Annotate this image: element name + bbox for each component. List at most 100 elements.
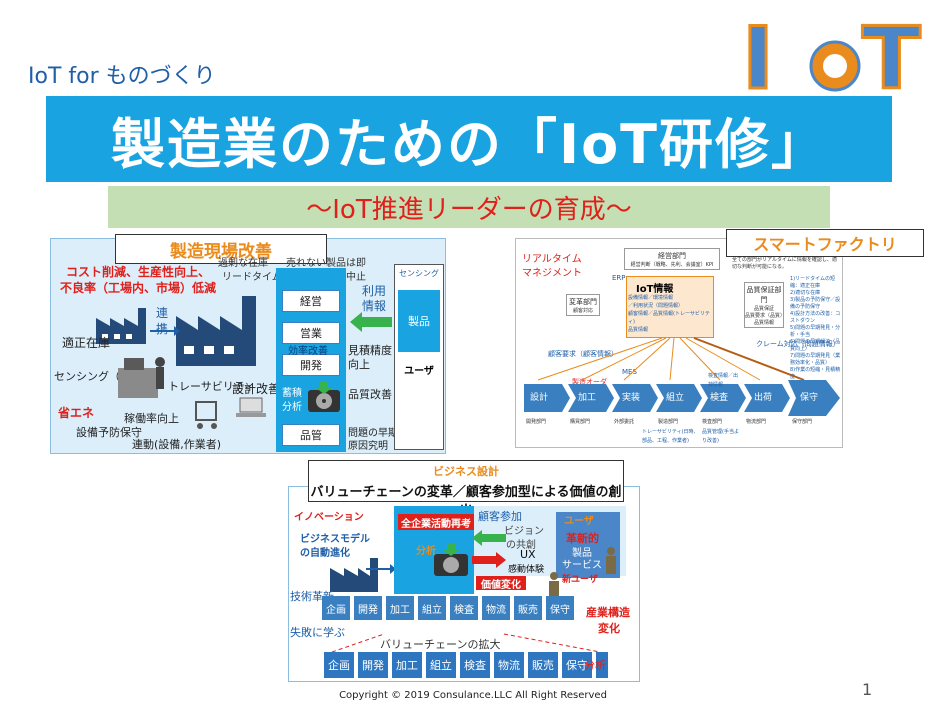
process-step: 保守 (562, 652, 592, 678)
change-dept-label: 変革部門 (569, 297, 597, 306)
label-forecast-2: 向上 (348, 358, 370, 371)
label-design-improve: 設計改善 (232, 382, 281, 396)
process-step: 物流 (482, 596, 510, 620)
goal-line-1: コスト削減、生産性向上、 (66, 265, 211, 279)
process-step: 企画 (322, 596, 350, 620)
dept-label: 保守部門 (792, 419, 813, 425)
label-ux: UX (520, 548, 536, 561)
qa-note-3: 品質情報 (753, 319, 774, 326)
chevron-design: 設計 (530, 393, 549, 403)
label-uptime: 稼働率向上 (124, 412, 179, 425)
product-box: 製品 (398, 290, 440, 352)
quality-mgmt-note: 品質管理(手当より改善) (702, 429, 739, 444)
smart-factory-title: スマートファクトリ (726, 229, 924, 257)
factory-icon-large (176, 296, 256, 366)
dept-quality: 品管 (282, 424, 340, 446)
chevron-process: 加工 (578, 393, 597, 403)
mgmt-dept-box: 経営部門 経営判断（戦略、先利、会議室）KPI (624, 248, 720, 270)
factory-improvement-title: 製造現場改善 (115, 234, 327, 264)
chevron-labels: 設計 加工 実装 組立 検査 出荷 保守 (524, 390, 840, 406)
iot-info-line-4: 品質情報 (628, 327, 649, 333)
arrow-right-icon (366, 564, 396, 574)
label-proper-stock: 適正在庫 (62, 336, 111, 350)
qa-note-2: 品質要求（品質） (745, 312, 786, 319)
chevron-assembly: 組立 (666, 393, 685, 403)
benefit-item: 4)設計方法の改善：コストダウン (790, 311, 841, 324)
page-number: 1 (862, 680, 873, 699)
process-step: 開発 (354, 596, 382, 620)
mgmt-dept-label: 経営部門 (658, 251, 686, 260)
course-subtitle: IoT for ものづくり (28, 64, 216, 89)
label-energy: 省エネ (58, 406, 95, 420)
note-efficiency: 効率改善 (288, 346, 328, 357)
arrow-right-icon (472, 552, 506, 568)
label-erp: ERP (612, 274, 626, 282)
label-customer-join: 顧客参加 (478, 510, 522, 523)
process-step: 加工 (386, 596, 414, 620)
process-step: 加工 (392, 652, 422, 678)
factory-icon (96, 308, 146, 344)
label-traceability: トレーサビリティ (168, 380, 256, 393)
label-innovation: イノベーション (294, 512, 364, 523)
dept-label: 外部委託 (614, 419, 635, 425)
dept-label: 物流部門 (746, 419, 767, 425)
benefit-item: 2)適切な在庫 (790, 290, 821, 296)
chevron-maintain: 保守 (800, 393, 819, 403)
chevron-ship: 出荷 (754, 393, 773, 403)
right-note: 全ての部門がリアルタイムに情報を確認し、適切な判断が可能になる。 (732, 257, 837, 270)
process-step: 開発 (358, 652, 388, 678)
person-icon (606, 547, 616, 574)
label-user: ユーザ (404, 366, 434, 377)
label-coordination: 連動(設備,作業者) (132, 438, 222, 451)
chevron-inspect: 検査 (710, 393, 729, 403)
label-realtime-1: リアルタイム (522, 254, 582, 265)
arrow-left-icon (350, 312, 392, 332)
label-sensing-product: センシング (399, 269, 439, 278)
dept-sales: 営業 (282, 322, 340, 344)
label-bm-2: の自動進化 (300, 548, 350, 559)
chevron-mount: 実装 (622, 393, 641, 403)
label-use-info-1: 利用 (362, 284, 387, 298)
department-column: 経営 営業 開発 品管 (276, 268, 346, 452)
change-dept-note: 顧客対応 (572, 307, 593, 314)
dept-management: 経営 (282, 290, 340, 312)
label-learn-failure: 失敗に学ぶ (290, 626, 345, 639)
expansion-arc (331, 633, 601, 653)
dept-development: 開発 (282, 354, 340, 376)
laptop-icon (236, 397, 266, 417)
dept-labels: 開発部門 購買部門 外部委託 製造部門 検査部門 物流部門 保守部門 (524, 418, 840, 428)
label-customer-req: 顧客要求（顧客情報） (548, 350, 618, 358)
benefit-item: 3)製品の予防保守／設備の予防保守 (790, 297, 841, 310)
svg-text:I: I (742, 9, 774, 96)
label-realtime-2: マネジメント (522, 268, 582, 279)
arrow-right-icon (150, 326, 180, 336)
label-analysis-end: 分析 (584, 659, 606, 672)
label-early-2: 原因究明 (348, 441, 388, 452)
benefit-item: 7)問題の早期発見（業務効率化・品質） (790, 353, 841, 366)
iot-info-line-2: ／利用状況（問題情報） (628, 303, 684, 309)
qa-dept-label: 品質保証部門 (746, 285, 782, 304)
iot-logo: I T (741, 8, 923, 96)
process-step-analysis (596, 652, 608, 678)
inspect-note: 検査情報／出荷情報 (708, 373, 739, 388)
note-accumulate: 蓄積 (282, 388, 302, 399)
label-analysis: 分析 (416, 546, 436, 557)
title-banner: 製造業のための「IoT研修」 (46, 96, 892, 182)
machine-worker-icon (118, 357, 165, 398)
smart-factory-panel (515, 238, 843, 448)
process-step: 企画 (324, 652, 354, 678)
dept-label: 検査部門 (702, 419, 723, 425)
qa-note-1: 品質保証 (753, 305, 774, 312)
business-design-label: ビジネス設計 (433, 465, 499, 478)
process-step: 物流 (494, 652, 524, 678)
label-innov-2: 製品 (572, 548, 592, 559)
tagline-text: ～IoT推進リーダーの育成～ (306, 194, 632, 225)
iot-info-lines: 設備情報／環境情報 ／利用状況（問題情報） 顧客情報／品質情報(トレーサビリティ… (628, 294, 712, 334)
iot-info-box (626, 276, 714, 338)
note-analysis: 分析 (282, 402, 302, 413)
process-step: 組立 (418, 596, 446, 620)
label-quality-improve: 品質改善 (348, 388, 392, 401)
link-label-2: 携 (156, 322, 169, 336)
benefit-item: 6)問題の早期解決（品質向上） (790, 339, 841, 352)
label-new-user: 新ユーザ (562, 575, 598, 585)
